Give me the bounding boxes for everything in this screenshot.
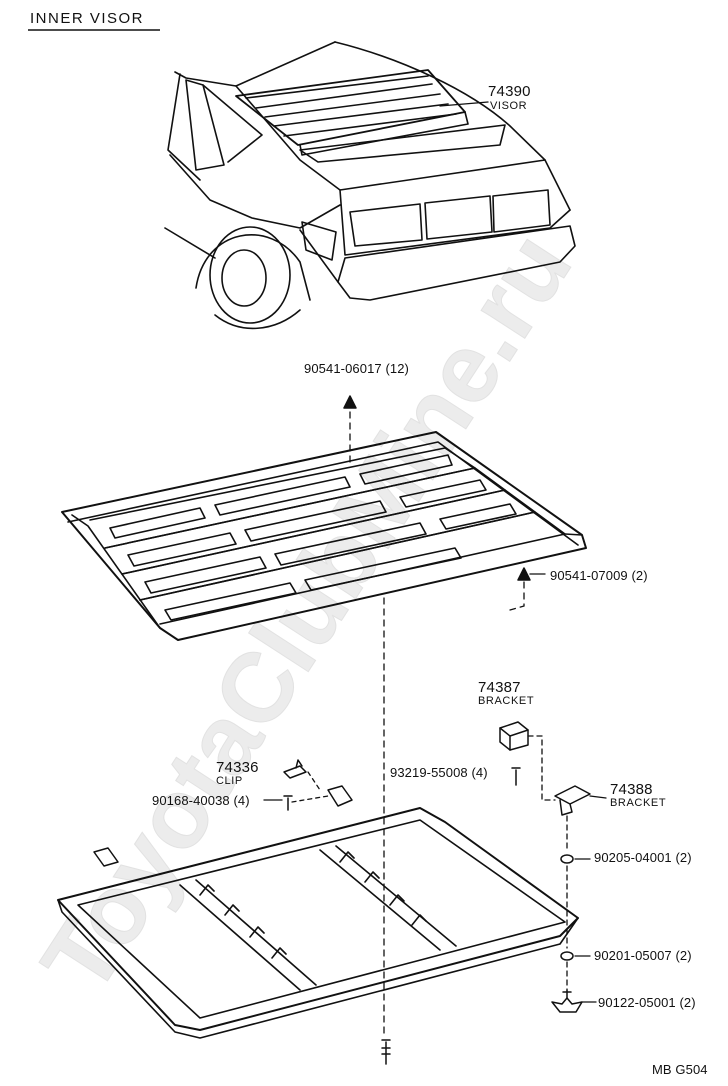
part-code-screw-side: 90541-07009 (2)	[550, 568, 648, 583]
part-number-clip: 74336	[216, 759, 259, 776]
part-code-wing-nut: 90122-05001 (2)	[598, 995, 696, 1010]
part-name-visor: VISOR	[490, 100, 528, 112]
watermark: ToyotaClubMine.ru	[20, 213, 592, 1011]
part-number-visor: 74390	[488, 83, 531, 100]
part-name-clip: CLIP	[216, 775, 243, 787]
visor-frame	[57, 807, 579, 1039]
part-name-bracket-lower: BRACKET	[610, 797, 667, 809]
part-number-bracket-upper: 74387	[478, 679, 521, 696]
car-rear-illustration	[164, 41, 576, 330]
part-code-washer-a: 90205-04001 (2)	[594, 850, 692, 865]
visor-panel	[61, 431, 587, 641]
part-code-pin: 93219-55008 (4)	[390, 765, 488, 780]
part-code-screw-top: 90541-06017 (12)	[304, 361, 409, 376]
part-code-bolt-clip: 90168-40038 (4)	[152, 793, 250, 808]
diagram-reference: MB G504	[652, 1062, 708, 1077]
leader-lines	[263, 101, 607, 1037]
part-number-bracket-lower: 74388	[610, 781, 653, 798]
part-code-washer-b: 90201-05007 (2)	[594, 948, 692, 963]
part-name-bracket-upper: BRACKET	[478, 695, 535, 707]
page-title: INNER VISOR	[30, 10, 145, 27]
hardware-parts	[93, 395, 591, 1065]
